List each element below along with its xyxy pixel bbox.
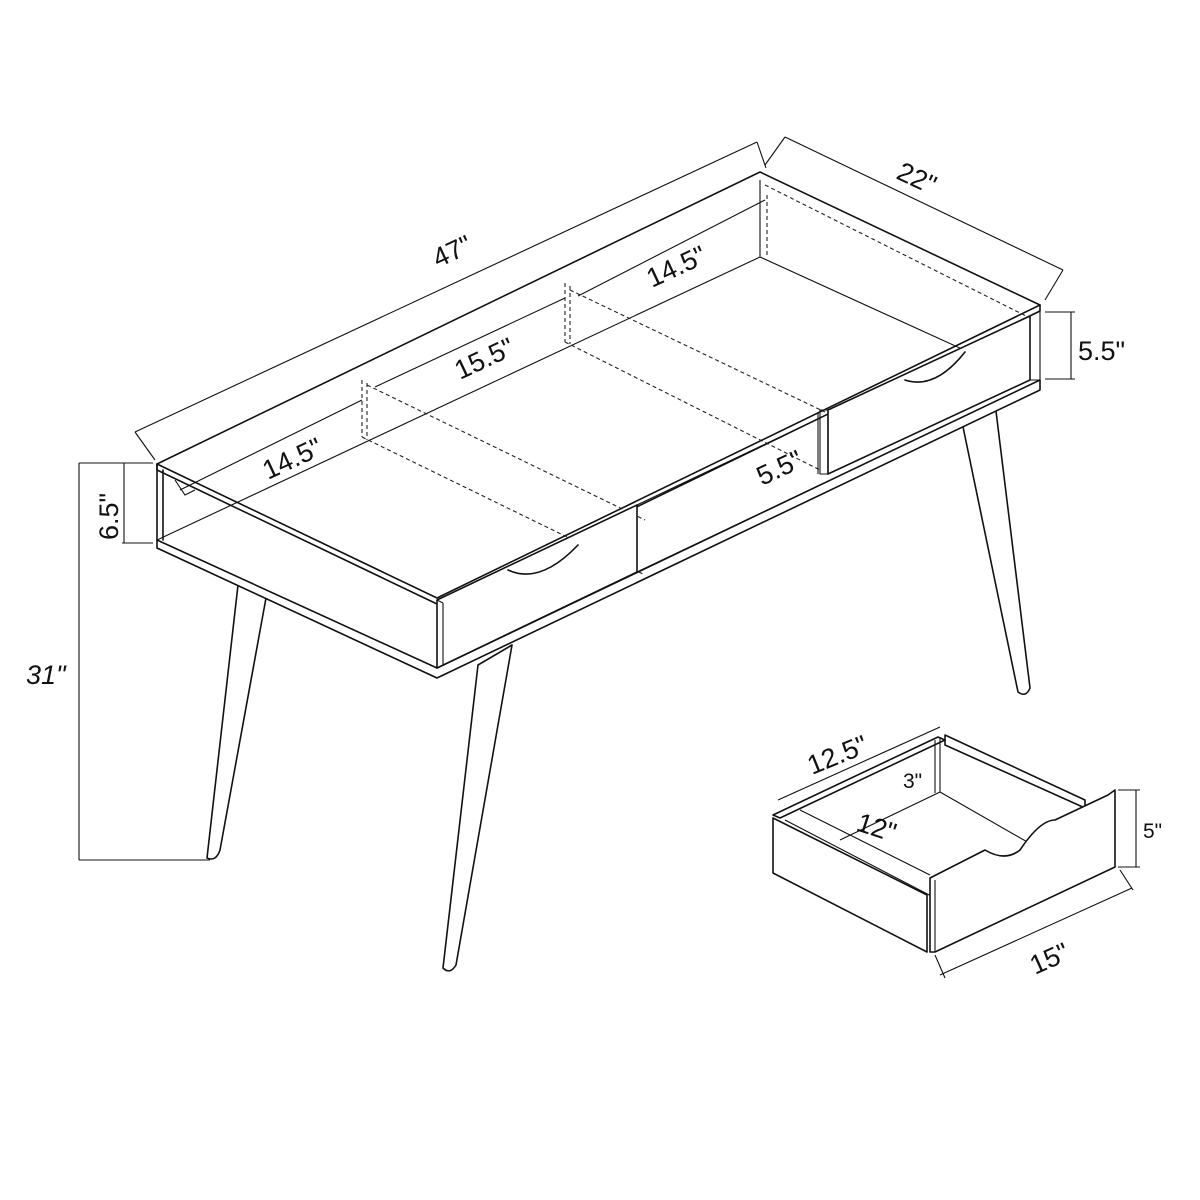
drawer-handle-cutout — [507, 544, 579, 575]
drawer-handle-cutout — [904, 351, 966, 383]
dim-overall-height: 31" — [26, 462, 210, 861]
svg-text:6.5": 6.5" — [94, 493, 124, 540]
svg-text:12": 12" — [853, 807, 900, 848]
leg-front-middle — [442, 644, 513, 972]
detached-drawer-drawing — [772, 734, 1116, 953]
svg-text:15": 15" — [1025, 937, 1073, 981]
svg-text:5.5": 5.5" — [1078, 336, 1125, 366]
leg-front-left — [206, 584, 267, 860]
desk-drawing — [156, 171, 1041, 972]
svg-text:47": 47" — [428, 230, 477, 274]
dim-drawer-inner-depth: 3" — [903, 740, 936, 793]
desk-legs — [206, 402, 1031, 972]
svg-text:3": 3" — [903, 770, 922, 793]
svg-text:22": 22" — [892, 156, 941, 200]
dim-left-section-height: 6.5" — [94, 462, 153, 544]
drawer-front-panel — [929, 789, 1116, 953]
dim-drawer-front-height: 5" — [1118, 789, 1162, 868]
leg-back-right — [961, 402, 1031, 696]
svg-text:31": 31" — [26, 660, 67, 690]
svg-text:5.5": 5.5" — [752, 444, 807, 491]
dim-right-section-height: 5.5" — [1045, 311, 1125, 380]
drawer-front-right — [819, 310, 1041, 475]
svg-text:5": 5" — [1143, 820, 1162, 843]
